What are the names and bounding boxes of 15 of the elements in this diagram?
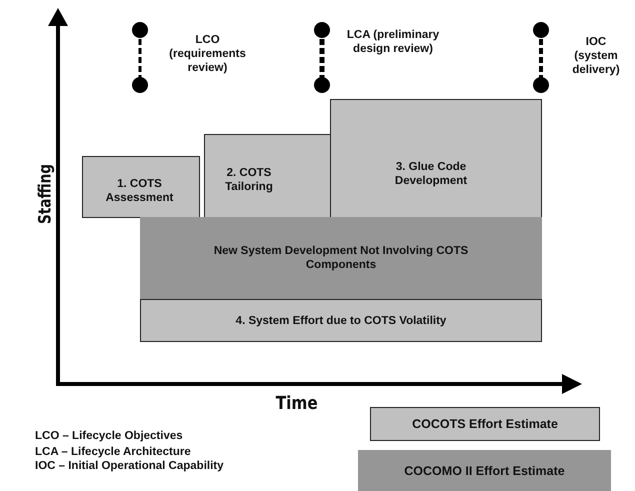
effort-box: 2. COTS Tailoring — [204, 134, 331, 218]
axis-title: Time — [276, 397, 318, 411]
milestone-label: IOC (system delivery) — [571, 35, 621, 77]
abbreviation-note: IOC – Initial Operational Capability — [35, 459, 225, 473]
abbreviation-note: LCA – Lifecycle Architecture — [35, 445, 192, 459]
legend-label: COCOTS Effort Estimate — [412, 417, 558, 431]
milestone-label: LCA (preliminary design review) — [346, 28, 440, 56]
legend-label: COCOMO II Effort Estimate — [404, 464, 565, 478]
effort-box: 4. System Effort due to COTS Volatility — [140, 299, 542, 342]
milestone-label: LCO (requirements review) — [168, 33, 247, 75]
effort-box: 3. Glue Code Development — [330, 99, 542, 218]
axis-title: Staffing — [36, 164, 56, 224]
abbreviation-note: LCO – Lifecycle Objectives — [35, 429, 184, 443]
effort-box: New System Development Not Involving COTS Components — [140, 217, 542, 299]
effort-box: 1. COTS Assessment — [82, 156, 200, 218]
